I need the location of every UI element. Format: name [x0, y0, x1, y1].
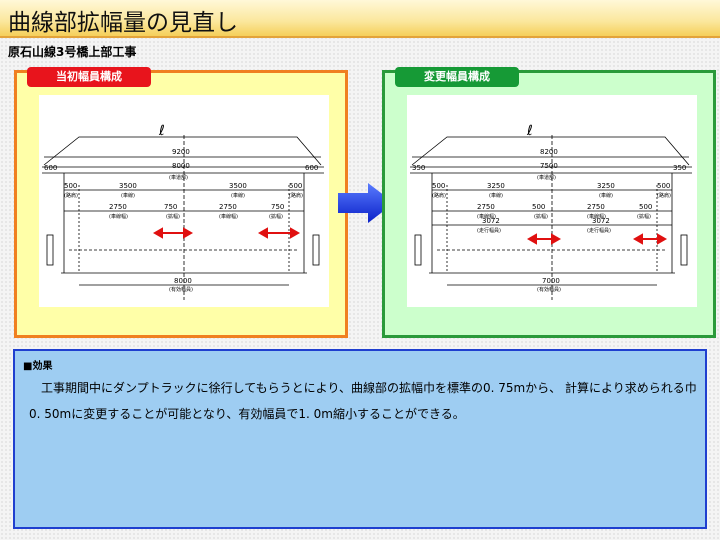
row3-label-1: 2750 — [109, 203, 127, 211]
carriage-width-label: 8000 — [172, 162, 190, 170]
original-cross-section-svg: ℓ 9200 600 600 8000 (車道部) 500 3500 3500 … — [42, 123, 324, 300]
row2-label-4: 500 — [657, 182, 670, 190]
row3-label-3: 2750 — [219, 203, 237, 211]
carriage-note: (車道部) — [169, 174, 188, 181]
row2-label-2: 3500 — [119, 182, 137, 190]
centerline-mark: ℓ — [526, 123, 533, 139]
row2-label-4: 500 — [289, 182, 302, 190]
row3-note-4: (拡幅) — [637, 213, 651, 220]
row2-label-1: 500 — [64, 182, 77, 190]
row3-note-3: (車線幅) — [219, 213, 238, 220]
widening-marker-left — [526, 233, 562, 245]
widening-marker-right — [632, 233, 668, 245]
side-left-label: 600 — [44, 164, 57, 172]
original-cross-section-drawing: ℓ 9200 600 600 8000 (車道部) 500 3500 3500 … — [39, 95, 329, 307]
effect-heading: ■効果 — [23, 361, 53, 372]
bottom-width-label: 8000 — [174, 277, 192, 285]
row4-note-2: (走行幅員) — [587, 227, 611, 234]
row3-note-4: (拡幅) — [269, 213, 283, 220]
row3-note-2: (拡幅) — [534, 213, 548, 220]
carriage-note: (車道部) — [537, 174, 556, 181]
bottom-note: (有効幅員) — [537, 286, 561, 293]
carriage-width-label: 7500 — [540, 162, 558, 170]
row3-note-3: (車線幅) — [587, 213, 606, 220]
widening-marker-right — [257, 227, 301, 239]
right-arrow-icon — [338, 183, 394, 223]
row2-note-1: (路肩) — [64, 192, 78, 199]
row3-label-2: 500 — [532, 203, 545, 211]
page-title: 曲線部拡幅量の見直し — [8, 10, 238, 36]
revised-cross-section-drawing: ℓ 8200 350 350 7500 (車道部) 500 3250 3250 … — [407, 95, 697, 307]
row2-note-1: (路肩) — [432, 192, 446, 199]
effect-body: 工事期間中にダンプトラックに徐行してもらうとにより、曲線部の拡幅巾を標準の0. … — [29, 381, 697, 421]
row2-label-3: 3250 — [597, 182, 615, 190]
revised-width-tag: 変更幅員構成 — [395, 67, 519, 87]
title-bar: 曲線部拡幅量の見直し — [0, 0, 720, 38]
effect-box: ■効果 工事期間中にダンプトラックに徐行してもらうとにより、曲線部の拡幅巾を標準… — [13, 349, 707, 529]
row3-label-2: 750 — [164, 203, 177, 211]
row3-label-4: 500 — [639, 203, 652, 211]
bottom-width-label: 7000 — [542, 277, 560, 285]
row2-label-2: 3250 — [487, 182, 505, 190]
row4-note-1: (走行幅員) — [477, 227, 501, 234]
total-width-label: 9200 — [172, 148, 190, 156]
row2-note-2: (車線) — [489, 192, 503, 199]
row2-label-1: 500 — [432, 182, 445, 190]
revised-width-panel: 変更幅員構成 ℓ 8200 — [382, 67, 716, 338]
original-width-tag: 当初幅員構成 — [27, 67, 151, 87]
bottom-note: (有効幅員) — [169, 286, 193, 293]
side-right-label: 600 — [305, 164, 318, 172]
row3-label-4: 750 — [271, 203, 284, 211]
row3-note-1: (車線幅) — [477, 213, 496, 220]
row3-label-3: 2750 — [587, 203, 605, 211]
row2-note-3: (車線) — [599, 192, 613, 199]
total-width-label: 8200 — [540, 148, 558, 156]
row4-label-2: 3072 — [592, 217, 610, 225]
row2-note-4: (路肩) — [289, 192, 303, 199]
row2-note-2: (車線) — [121, 192, 135, 199]
project-subtitle: 原石山線3号橋上部工事 — [8, 45, 137, 59]
original-width-panel: 当初幅員構成 — [14, 67, 348, 338]
revised-cross-section-svg: ℓ 8200 350 350 7500 (車道部) 500 3250 3250 … — [410, 123, 692, 300]
row2-label-3: 3500 — [229, 182, 247, 190]
widening-marker-left — [152, 227, 194, 239]
row3-note-2: (拡幅) — [166, 213, 180, 220]
side-right-label: 350 — [673, 164, 686, 172]
row3-note-1: (車線幅) — [109, 213, 128, 220]
centerline-mark: ℓ — [158, 123, 165, 139]
side-left-label: 350 — [412, 164, 425, 172]
row3-label-1: 2750 — [477, 203, 495, 211]
row2-note-3: (車線) — [231, 192, 245, 199]
row2-note-4: (路肩) — [657, 192, 671, 199]
row4-label-1: 3072 — [482, 217, 500, 225]
